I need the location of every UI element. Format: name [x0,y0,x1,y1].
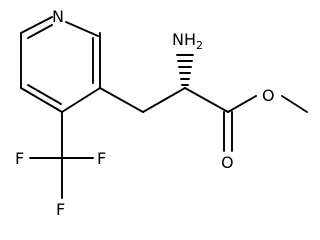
bond-c4-c5-inner [27,84,62,105]
bond-c3-ch2 [99,87,144,113]
bond-ch2-calpha [142,87,186,113]
bond-c4-c5 [20,87,63,113]
label-fluorine-left: F [15,149,24,168]
label-carbonyl-oxygen: O [221,153,234,172]
label-ester-oxygen: O [262,86,275,105]
bond-calpha-carbonyl [184,87,229,113]
label-fluorine-right: F [97,149,106,168]
label-fluorine-bottom: F [56,200,65,219]
label-amine-main: NH [172,30,196,49]
pyridine-ring [20,16,101,113]
trifluoromethyl-group [29,111,94,199]
bond-c3-c4 [61,87,101,113]
bond-carbonyl-o-ester [227,95,257,113]
bond-c6-n-inner [27,24,53,39]
stereo-hash-bond [176,54,194,86]
label-amine: NH2 [172,30,203,52]
label-amine-subscript: 2 [196,39,203,52]
molecule-structure: N NH2 O O F F F [15,7,308,219]
amino-ester-chain [99,54,308,152]
bond-o-methyl [281,95,308,113]
bond-n-c2 [65,21,99,37]
label-ring-nitrogen: N [52,7,64,26]
bond-c6-n [20,16,53,34]
